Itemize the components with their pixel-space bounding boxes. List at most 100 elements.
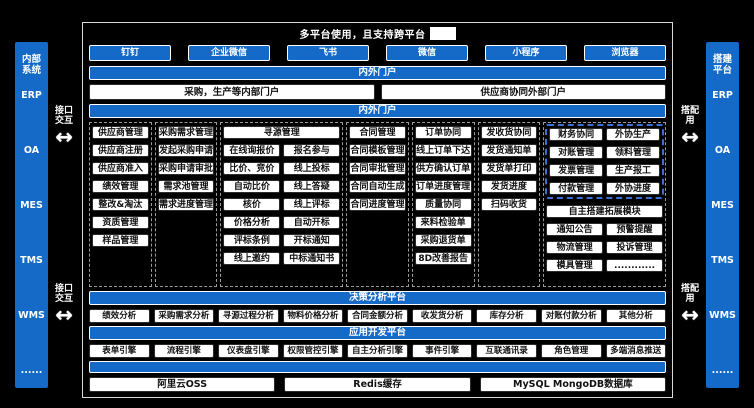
column-items: 发起采购申请采购申请审批需求池管理需求进度管理 [157, 144, 215, 211]
module-pair-row: 核价 线上评标 [223, 198, 341, 211]
analysis-box: 其他分析 [605, 309, 667, 323]
portal-boxes-row: 采购，生产等内部门户供应商协同外部门户 [89, 84, 666, 100]
module-box: 价格分析 [223, 216, 281, 229]
channel-button: 小程序 [485, 45, 567, 61]
module-pair-row: 通知公告 预警提醒 [546, 223, 663, 236]
app-dev-row: 表单引擎流程引擎仪表盘引擎权限管控引擎自主分析引擎事件引擎互联通讯录角色管理多端… [89, 344, 667, 358]
diagram-title-row: 多平台使用，且支持跨平台 [89, 25, 666, 42]
module-box: 采购退货单 [414, 234, 472, 247]
left-connector-bottom: 接口交互 ↔ [48, 284, 80, 327]
diagram-title: 多平台使用，且支持跨平台 [299, 30, 426, 41]
module-box: 资质管理 [92, 216, 149, 229]
sidebar-system-label: WMS [709, 310, 736, 321]
module-box: 合同模板管理 [349, 144, 406, 157]
double-arrow-icon: ↔ [681, 125, 699, 149]
module-box: 发起采购申请 [157, 144, 215, 157]
module-box: 订单进度管理 [414, 180, 472, 193]
module-box: 合同审批管理 [349, 162, 406, 175]
module-box: 扫码收货 [480, 198, 538, 211]
column-items: 供应商注册供应商准入绩效管理整改&淘汰资质管理样品管理 [92, 144, 149, 247]
redaction-box [429, 27, 456, 40]
module-box: 发货通知单 [480, 144, 538, 157]
module-box: 样品管理 [92, 234, 149, 247]
module-pair-row: 价格分析 自动开标 [223, 216, 341, 229]
sidebar-system-label: TMS [20, 255, 43, 266]
right-sidebar-title: 搭建平台 [712, 54, 732, 76]
module-box: 投诉管理 [606, 241, 663, 254]
module-box: 预警提醒 [606, 223, 663, 236]
module-box: 线上评标 [283, 198, 341, 211]
connector-label: 接口交互 [54, 284, 73, 304]
channel-button: 飞书 [287, 45, 369, 61]
channel-buttons-row: 钉钉企业微信飞书微信小程序浏览器 [89, 45, 666, 61]
engine-box: 流程引擎 [153, 344, 215, 358]
column-paired-items: 在线询报价 报名参与 比价、竞价 线上投标 自动比价 线上答疑 [223, 144, 341, 265]
sidebar-system-label: OA [714, 145, 731, 156]
module-box: 自动开标 [283, 216, 341, 229]
module-box: 通知公告 [546, 223, 604, 236]
module-box: 生产报工 [606, 164, 660, 177]
connector-label: 接口交互 [54, 106, 73, 126]
finance-outsourcing-highlight-block: 财务协同 外协生产 对账管理 领料管理 发票管理 [545, 124, 664, 199]
module-pair-row: 模具管理 ............ [546, 259, 663, 272]
module-pair-row: 付款管理 外协进度 [549, 182, 660, 195]
extension-modules-header: 自主搭建拓展模块 [546, 205, 663, 218]
module-box: 比价、竞价 [223, 162, 281, 175]
infrastructure-box: MySQL MongoDB数据库 [479, 377, 666, 392]
module-box: 来料检验单 [414, 216, 472, 229]
sidebar-system-label: ERP [712, 90, 733, 101]
portal-bar-main: 内外门户 [89, 104, 666, 118]
module-pair-row: 发票管理 生产报工 [549, 164, 660, 177]
module-box: 线上邀约 [223, 252, 281, 265]
module-box: 自动比价 [223, 180, 281, 193]
decision-analysis-row: 绩效分析采购需求分析寻源过程分析物料价格分析合同金额分析收发货分析库存分析对账付… [89, 309, 667, 323]
module-pair-row: 比价、竞价 线上投标 [223, 162, 341, 175]
double-arrow-icon: ↔ [55, 303, 73, 327]
column-header: 外协生产 [606, 128, 660, 141]
module-pair-row: 对账管理 领料管理 [549, 146, 660, 159]
column-header: 寻源管理 [223, 126, 341, 139]
engine-box: 角色管理 [540, 344, 602, 358]
module-box: ............ [606, 259, 663, 272]
connector-label: 搭配用 [680, 106, 699, 126]
channel-button: 微信 [386, 45, 468, 61]
column-finance-outsourcing: 财务协同 外协生产 对账管理 领料管理 发票管理 [543, 122, 666, 287]
engine-box: 自主分析引擎 [347, 344, 408, 358]
column-supplier-management: 供应商管理 供应商注册供应商准入绩效管理整改&淘汰资质管理样品管理 [89, 122, 152, 287]
sidebar-system-label: ...... [711, 365, 734, 376]
analysis-box: 收发货分析 [411, 309, 473, 323]
sidebar-system-label: ERP [21, 90, 42, 101]
sidebar-system-label: OA [23, 145, 40, 156]
sidebar-system-label: MES [20, 200, 43, 211]
module-box: 发票管理 [549, 164, 604, 177]
double-arrow-icon: ↔ [55, 125, 73, 149]
module-box: 合同自动生成 [349, 180, 406, 193]
analysis-box: 绩效分析 [89, 309, 150, 323]
analysis-box: 采购需求分析 [153, 309, 215, 323]
module-box: 核价 [223, 198, 281, 211]
module-pair-row: 线上邀约 中标通知书 [223, 252, 341, 265]
engine-box: 互联通讯录 [476, 344, 537, 358]
column-header: 财务协同 [549, 128, 604, 141]
column-shipping-receiving: 发收货协同 发货通知单发货单打印发货进度扫码收货 [477, 122, 541, 287]
column-items: 发货通知单发货单打印发货进度扫码收货 [480, 144, 538, 211]
portal-bar-top: 内外门户 [89, 66, 666, 80]
module-box: 开标通知 [283, 234, 341, 247]
column-header: 供应商管理 [92, 126, 149, 139]
column-purchase-demand: 采购需求管理 发起采购申请采购申请审批需求池管理需求进度管理 [154, 122, 218, 287]
portal-box: 供应商协同外部门户 [380, 84, 666, 100]
header-pair-row: 财务协同 外协生产 [549, 128, 660, 141]
module-box: 中标通知书 [283, 252, 341, 265]
sidebar-system-label: WMS [18, 310, 45, 321]
module-box: 供应商注册 [92, 144, 149, 157]
module-pair-row: 在线询报价 报名参与 [223, 144, 341, 157]
infrastructure-box: 阿里云OSS [89, 377, 276, 392]
left-connector-top: 接口交互 ↔ [48, 106, 80, 149]
column-header: 发收货协同 [480, 126, 538, 139]
infra-platform-bar [89, 361, 666, 373]
right-connector-bottom: 搭配用 ↔ [674, 284, 706, 326]
analysis-box: 库存分析 [476, 309, 537, 323]
